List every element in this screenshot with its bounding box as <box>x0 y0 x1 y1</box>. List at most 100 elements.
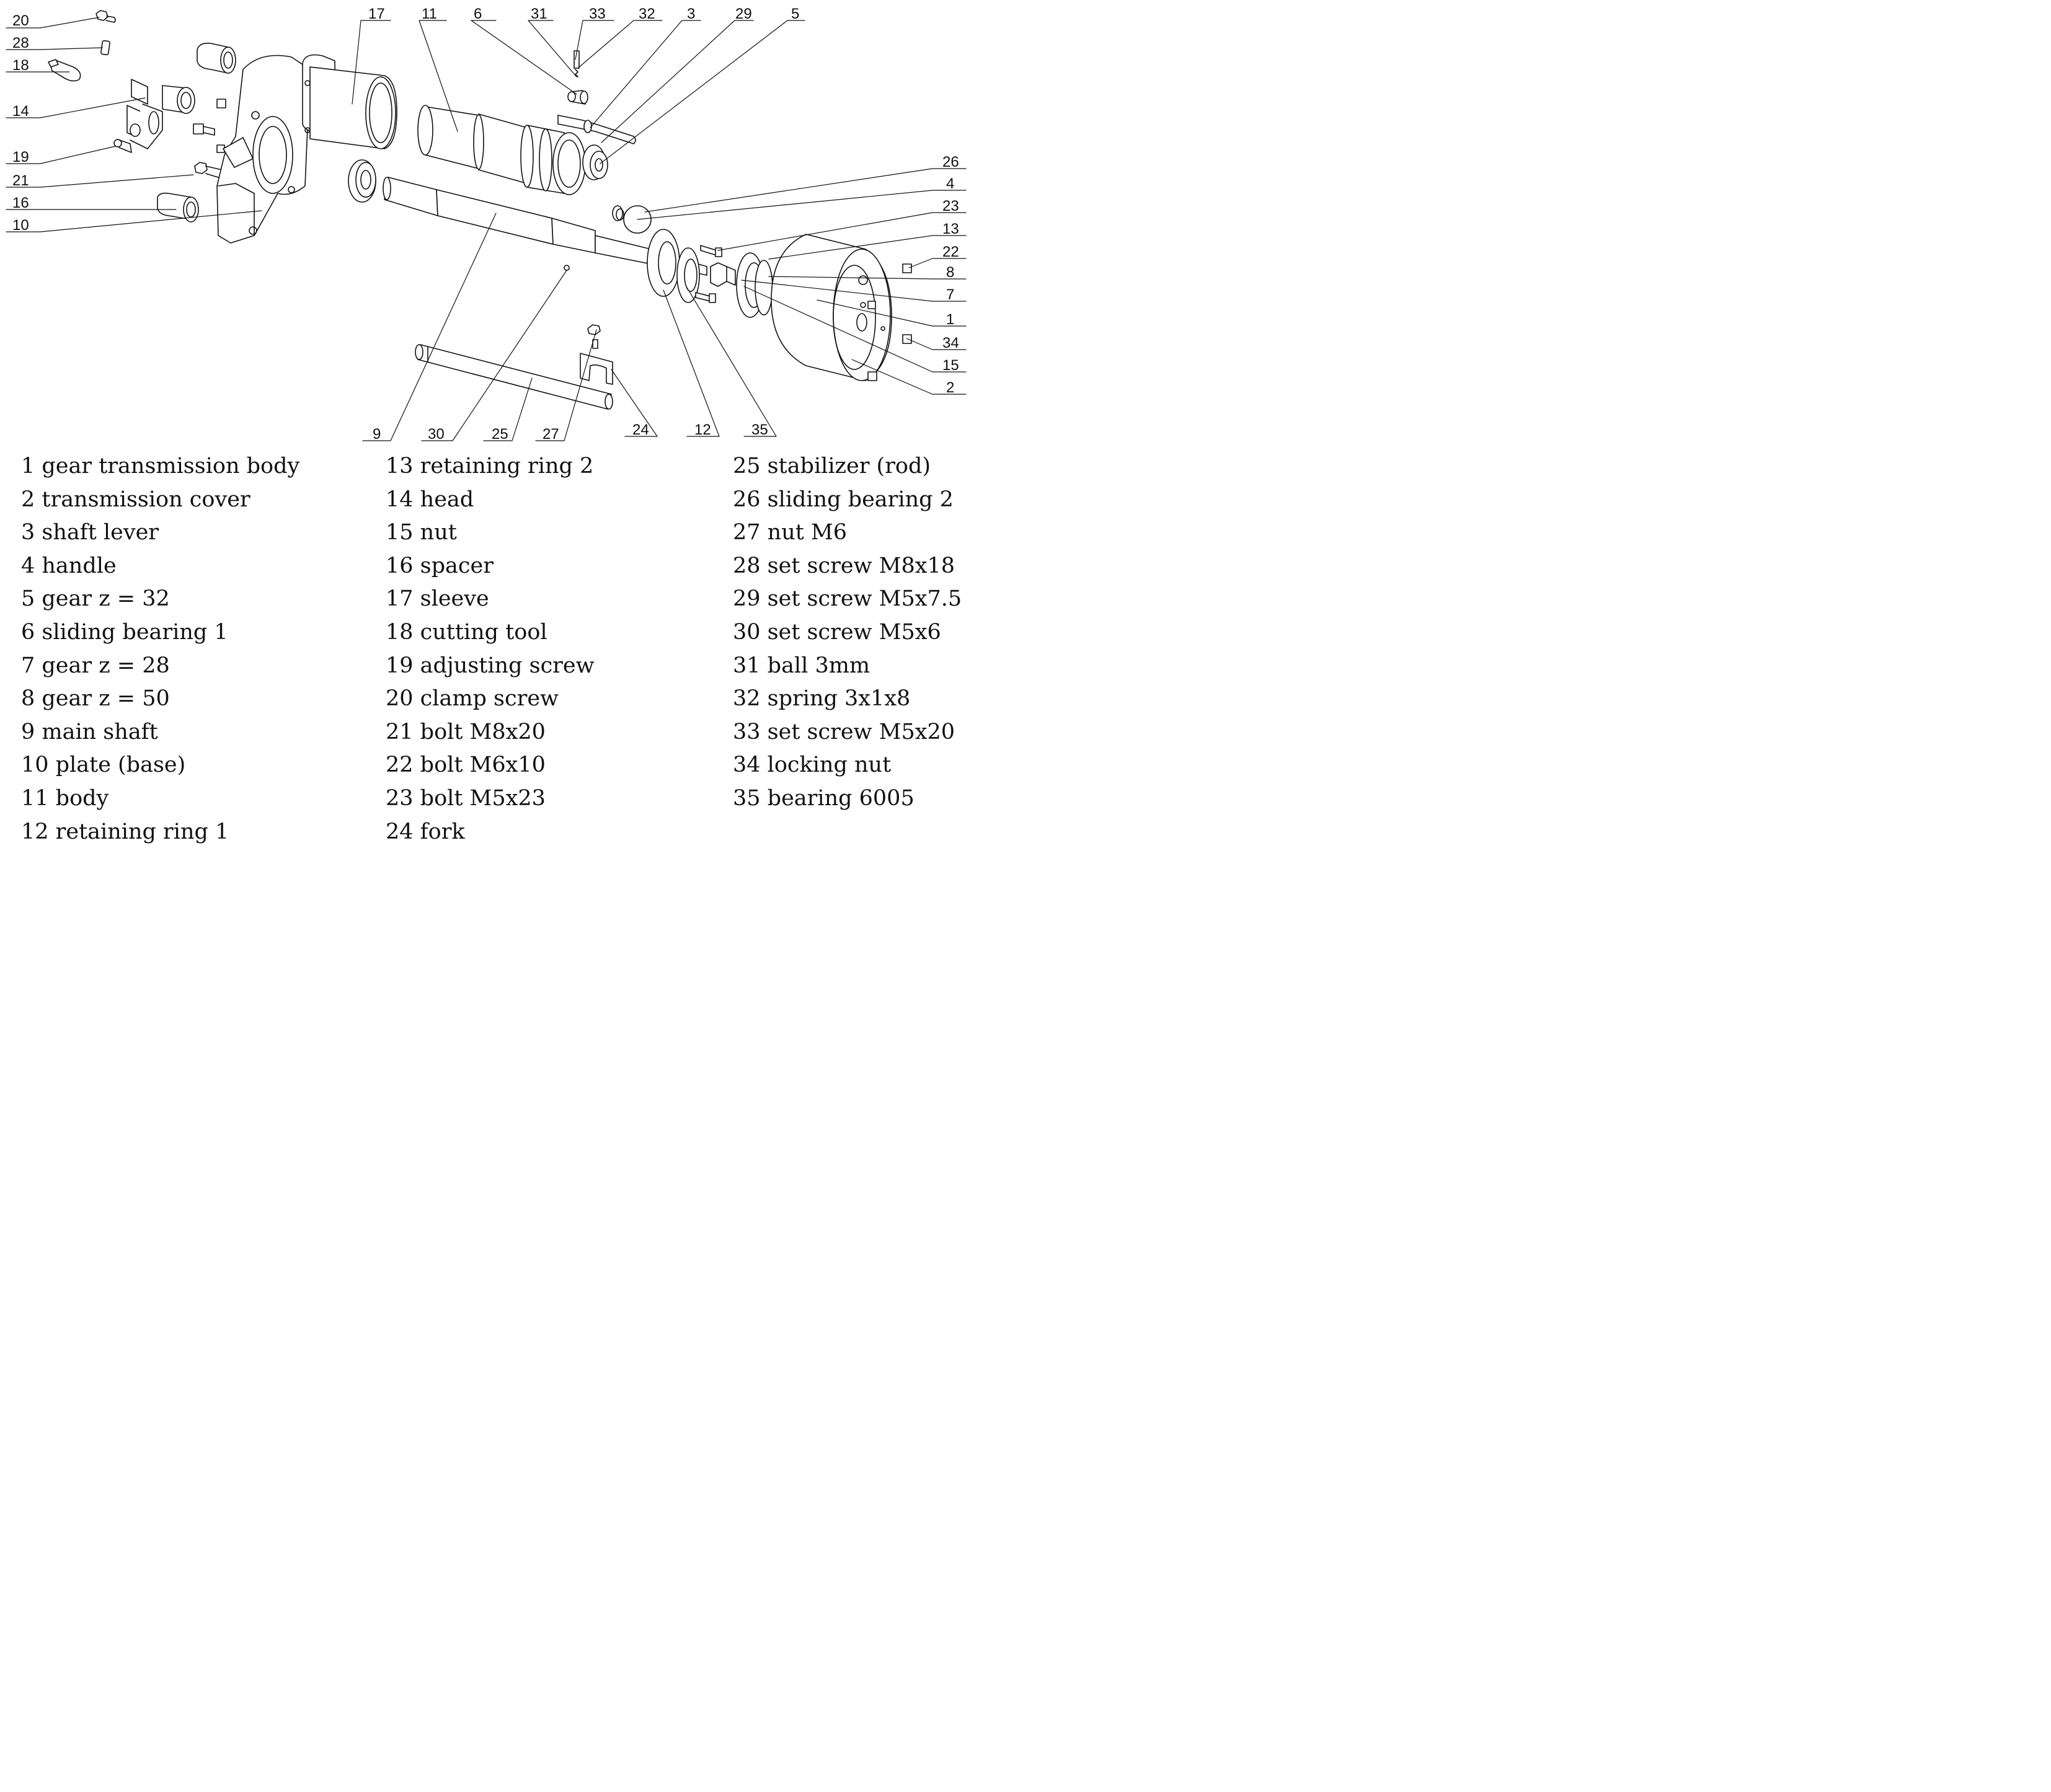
gear-z32-part <box>582 144 608 180</box>
transmission-cover-part <box>771 234 892 381</box>
legend-item: 28 set screw M8x18 <box>733 553 955 578</box>
legend-item: 3 shaft lever <box>21 520 159 545</box>
legend-item: 15 nut <box>386 520 457 545</box>
callout-27: 27 <box>543 426 559 443</box>
callout-2: 2 <box>946 379 954 396</box>
callout-11: 11 <box>422 6 437 22</box>
nut-part <box>710 262 736 287</box>
legend-item: 27 nut M6 <box>733 520 848 545</box>
legend-item: 20 clamp screw <box>386 686 559 712</box>
callout-21: 21 <box>12 172 29 189</box>
legend-item: 17 sleeve <box>386 586 489 612</box>
legend-column-2: 13 retaining ring 2 14 head 15 nut 16 sp… <box>386 450 595 849</box>
legend-item: 10 plate (base) <box>21 753 186 778</box>
head-part <box>126 79 195 149</box>
stabilizer-rod-part <box>415 344 613 410</box>
sliding-bearing-2-part <box>612 205 624 221</box>
small-bolts-part <box>193 99 226 153</box>
callout-23: 23 <box>942 198 959 214</box>
bolts-cover-part <box>867 263 912 381</box>
legend-item: 1 gear transmission body <box>21 454 300 479</box>
callout-29: 29 <box>735 6 752 22</box>
callout-8: 8 <box>946 264 954 281</box>
legend-column-1: 1 gear transmission body 2 transmission … <box>21 450 299 849</box>
legend-item: 31 ball 3mm <box>733 653 870 678</box>
legend-item: 34 locking nut <box>733 753 892 778</box>
sliding-bearing-1-part <box>567 90 588 105</box>
callout-10: 10 <box>12 217 29 234</box>
legend-item: 7 gear z = 28 <box>21 653 170 678</box>
callout-16: 16 <box>12 195 29 211</box>
legend-item: 25 stabilizer (rod) <box>733 454 931 479</box>
retaining-ring-2-part <box>736 252 773 318</box>
legend-column-3: 25 stabilizer (rod) 26 sliding bearing 2… <box>733 450 962 816</box>
callout-19: 19 <box>12 149 29 166</box>
legend-item: 32 spring 3x1x8 <box>733 686 911 712</box>
sleeve-part <box>302 54 397 149</box>
callout-26: 26 <box>942 154 959 170</box>
legend-item: 23 bolt M5x23 <box>386 785 546 811</box>
parts-legend: 1 gear transmission body 2 transmission … <box>0 450 972 847</box>
callout-24: 24 <box>632 422 649 438</box>
body-part <box>417 105 586 195</box>
callout-13: 13 <box>942 221 959 237</box>
callout-33: 33 <box>589 6 606 22</box>
callout-12: 12 <box>694 422 711 438</box>
adjusting-screw-part <box>113 139 132 153</box>
bolt-m8x20-part <box>194 162 223 179</box>
legend-item: 16 spacer <box>386 553 494 578</box>
callout-17: 17 <box>368 6 385 22</box>
set-screw-m5x6-part <box>564 265 570 271</box>
cutting-tool-part <box>48 59 81 82</box>
legend-item: 11 body <box>21 785 109 811</box>
legend-item: 30 set screw M5x6 <box>733 619 941 645</box>
legend-item: 5 gear z = 32 <box>21 586 170 612</box>
callout-20: 20 <box>12 12 29 29</box>
spacer-lower-part <box>157 192 199 223</box>
callout-1: 1 <box>946 311 954 328</box>
set-screw-m5x20-part <box>574 50 580 77</box>
callout-3: 3 <box>687 6 695 22</box>
legend-item: 2 transmission cover <box>21 487 250 512</box>
legend-item: 26 sliding bearing 2 <box>733 487 954 512</box>
callout-35: 35 <box>751 422 768 438</box>
callout-31: 31 <box>531 6 547 22</box>
exploded-assembly-drawing: 20 28 18 14 19 21 16 10 17 11 6 31 33 32… <box>6 6 967 443</box>
callout-34: 34 <box>942 335 959 351</box>
spacer-upper-part <box>197 42 236 74</box>
legend-item: 13 retaining ring 2 <box>386 454 594 479</box>
legend-item: 35 bearing 6005 <box>733 785 915 811</box>
callout-32: 32 <box>639 6 655 22</box>
callout-4: 4 <box>946 175 954 192</box>
legend-item: 4 handle <box>21 553 117 578</box>
fork-part <box>580 353 613 385</box>
legend-item: 24 fork <box>386 819 465 844</box>
bearing-6005-right-part <box>676 247 700 303</box>
legend-item: 12 retaining ring 1 <box>21 819 229 844</box>
callout-30: 30 <box>428 426 445 443</box>
legend-item: 33 set screw M5x20 <box>733 719 955 744</box>
legend-item: 9 main shaft <box>21 719 158 744</box>
legend-item: 19 adjusting screw <box>386 653 595 678</box>
legend-item: 18 cutting tool <box>386 619 547 645</box>
callout-7: 7 <box>946 286 954 303</box>
callout-6: 6 <box>474 6 482 22</box>
legend-item: 14 head <box>386 487 474 512</box>
bearing-6005-left-part <box>348 159 376 203</box>
callout-18: 18 <box>12 57 29 74</box>
bolts-m5x23-part <box>695 245 722 303</box>
legend-item: 8 gear z = 50 <box>21 686 170 712</box>
callout-9: 9 <box>373 426 381 443</box>
callout-14: 14 <box>12 103 29 120</box>
legend-item: 29 set screw M5x7.5 <box>733 586 962 612</box>
shaft-lever-part <box>557 115 636 144</box>
callout-5: 5 <box>791 6 799 22</box>
legend-item: 22 bolt M6x10 <box>386 753 546 778</box>
set-screw-m8x18-part <box>100 40 110 56</box>
plate-base-part <box>216 55 311 244</box>
legend-item: 21 bolt M8x20 <box>386 719 546 744</box>
clamp-screw-part <box>95 10 116 23</box>
nut-m6-part <box>587 324 601 349</box>
legend-item: 6 sliding bearing 1 <box>21 619 228 645</box>
retaining-ring-1-part <box>647 229 680 297</box>
